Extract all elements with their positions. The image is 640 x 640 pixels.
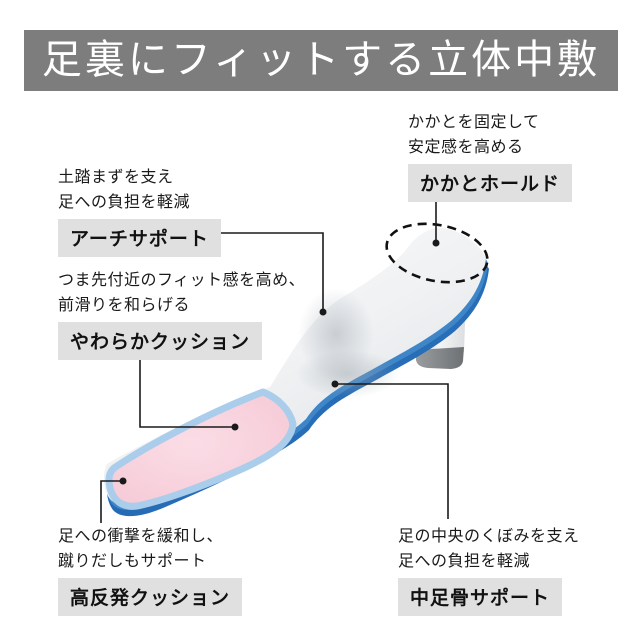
toe-cushion-pad: [105, 388, 297, 510]
callout-dot-heel-hold: [432, 239, 440, 247]
arch-support-label: アーチサポート: [58, 219, 221, 257]
annotation-soft-cushion: つま先付近のフィット感を高め、 前滑りを和らげる やわらかクッション: [58, 268, 305, 360]
heel-dashed-circle: [385, 222, 489, 284]
arch-support-description: 土踏まずを支え 足への負担を軽減: [58, 169, 191, 211]
metatarsal-description: 足の中央のくぼみを支え 足への負担を軽減: [398, 528, 580, 570]
heel-tip-band: [416, 347, 464, 369]
callout-line-metatarsal: [337, 383, 449, 519]
title-banner: 足裏にフィットする立体中敷: [24, 30, 618, 91]
page-title: 足裏にフィットする立体中敷: [41, 37, 601, 82]
soft-cushion-label: やわらかクッション: [58, 322, 263, 360]
callout-line-soft-cushion: [139, 354, 233, 428]
callout-dot-soft-cushion: [231, 423, 239, 431]
high-rebound-label: 高反発クッション: [58, 578, 243, 616]
callout-dot-metatarsal: [331, 380, 339, 388]
annotation-arch-support: 土踏まずを支え 足への負担を軽減 アーチサポート: [58, 165, 221, 257]
callout-line-arch-support: [219, 232, 324, 310]
high-rebound-description: 足への衝撃を緩和し、 蹴りだしもサポート: [58, 528, 224, 570]
metatarsal-dip-shading: [296, 350, 400, 398]
annotation-metatarsal-support: 足の中央のくぼみを支え 足への負担を軽減 中足骨サポート: [398, 524, 580, 616]
annotation-heel-hold: かかとを固定して 安定感を高める かかとホールド: [408, 110, 573, 202]
annotation-high-rebound-cushion: 足への衝撃を緩和し、 蹴りだしもサポート 高反発クッション: [58, 524, 243, 616]
soft-cushion-description: つま先付近のフィット感を高め、 前滑りを和らげる: [58, 272, 306, 314]
metatarsal-label: 中足骨サポート: [398, 578, 563, 616]
heel-hold-description: かかとを固定して 安定感を高める: [408, 114, 540, 156]
callout-dot-high-rebound: [119, 477, 127, 485]
callout-line-high-rebound: [100, 480, 121, 523]
heel-hold-label: かかとホールド: [408, 164, 573, 202]
callout-dot-arch-support: [319, 308, 327, 316]
